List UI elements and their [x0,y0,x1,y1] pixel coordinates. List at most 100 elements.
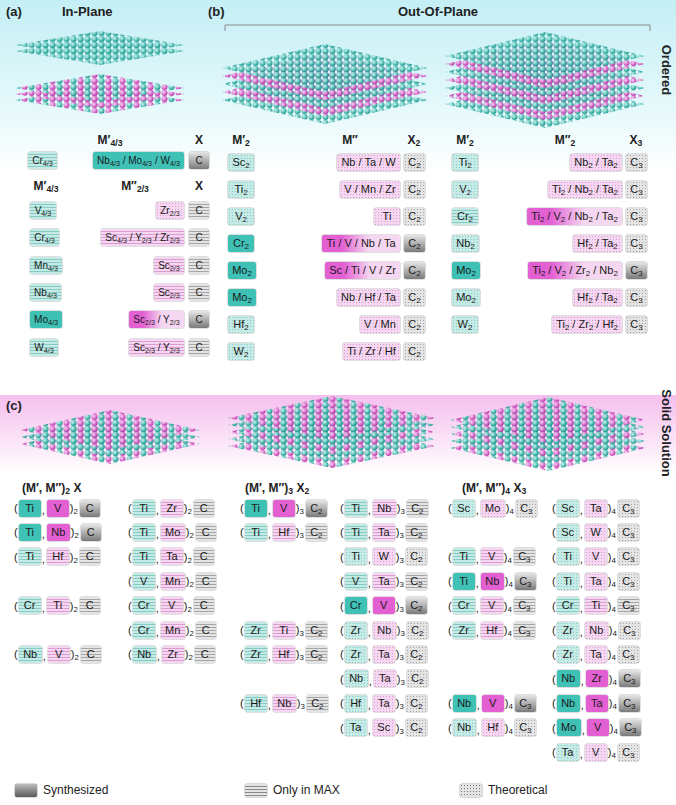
formula-part: ( [340,672,344,686]
element-box: C3 [619,622,640,639]
element-symbol: Hf [250,697,261,710]
element-symbol: Nb [561,697,575,710]
formula-part: )4 [505,721,513,735]
element-box: V2 [452,181,478,198]
element-symbol: Ti [25,550,34,563]
element-symbol: Ti2 [458,156,471,169]
formula-part: , [476,503,479,517]
element-box: Ta [373,646,395,663]
element-box: Sc2/3 [154,284,184,301]
element-box: C [189,152,209,169]
formula-part: )3 [397,623,405,637]
element-box: C [189,311,209,328]
element-symbol: Mo2 [456,264,476,277]
element-box: C3 [515,719,536,736]
element-box: Mo2 [452,262,480,279]
element-box: Ta [557,744,579,761]
element-symbol: Mo [561,721,576,734]
element-symbol: C3 [519,697,531,710]
formula-part: ( [552,550,556,564]
element-box: Ti2 / Zr2 / Hf2 [552,316,622,333]
element-box: C2 [404,343,425,360]
element-box: C2 [404,235,425,252]
element-symbol: Mo2 [456,291,476,304]
element-symbol: Nb [23,648,37,661]
element-box: Ti [345,500,367,517]
element-box: V [585,548,607,565]
element-box: W [585,524,607,541]
formula-part: , [580,601,583,615]
formula-part: )3 [296,501,304,515]
formula-part: ( [340,623,344,637]
element-symbol: V / Mn / Zr [344,183,395,196]
element-box: V [373,597,395,614]
element-symbol: C3 [520,502,532,515]
element-symbol: V [280,502,287,515]
formula-part: , [368,698,371,712]
element-symbol: Sc / Ti / V / Zr [329,264,396,277]
element-box: C2 [404,289,425,306]
formula-part: ( [14,550,18,564]
element-box: Nb [373,622,396,639]
formula-part: )3 [296,525,304,539]
element-symbol: C2 [311,697,323,710]
element-symbol: Ti2 / V2 / Zr2 / Nb2 [532,264,618,277]
formula-part: ( [340,696,344,710]
element-box: Zr [245,646,267,663]
formula-part: )4 [506,501,514,515]
element-symbol: V [380,599,387,612]
element-box: Hf [47,548,69,565]
formula-part: , [42,503,45,517]
formula-part: , [368,527,371,541]
element-symbol: Zr2/3 [160,204,179,217]
formula-part: , [476,552,479,566]
element-symbol: Cr4/3 [32,154,53,167]
element-symbol: Mo4/3 [34,313,58,326]
element-symbol: Ti2 [234,183,247,196]
formula-part: , [580,625,583,639]
element-box: C [189,339,209,356]
element-box: Ta [585,573,607,590]
element-symbol: Ti [351,550,360,563]
column-header: (M′, M″)3 X2 [245,481,309,495]
element-box: Sc [373,719,395,736]
element-symbol: C2 [408,264,420,277]
element-box: Hf2 / Ta2 [573,289,622,306]
element-symbol: C [201,648,209,661]
element-box: Ti2 / V2 / Nb2 / Ta2 [527,208,622,225]
section-label: Solid Solution [659,389,673,476]
formula-part: )4 [504,550,512,564]
formula-part: ( [128,574,132,588]
formula-part: , [42,601,45,615]
formula-part: ( [340,550,344,564]
element-box: Ti [273,622,295,639]
element-symbol: W4/3 [34,341,53,354]
element-box: Zr [557,646,579,663]
element-box: C3 [626,289,647,306]
formula-part: )4 [608,525,616,539]
element-symbol: C3 [623,697,635,710]
element-box: Nb [19,646,42,663]
element-box: Nb [373,500,396,517]
element-box: Ta [373,695,395,712]
element-symbol: Nb [349,672,363,685]
element-box: C2 [404,154,425,171]
element-symbol: Ti [459,550,468,563]
element-box: Ti [245,524,267,541]
element-symbol: Nb [561,672,575,685]
element-symbol: Nb [485,575,499,588]
element-symbol: Zr [592,672,602,685]
element-box: Sc4/3 / Y2/3 / Zr2/3 [101,229,184,246]
element-symbol: C2 [410,575,422,588]
element-symbol: Cr4/3 [34,231,55,244]
element-symbol: Mn4/3 [34,259,58,272]
section-label: (a) [6,5,22,19]
element-symbol: C [200,599,208,612]
formula-part: ( [340,574,344,588]
element-box: C2 [307,695,328,712]
element-symbol: C2 [411,502,423,515]
element-symbol: C [87,648,95,661]
element-symbol: Nb2 / Ta2 [574,156,617,169]
element-box: Cr4/3 [30,229,59,246]
element-symbol: C3 [630,264,642,277]
